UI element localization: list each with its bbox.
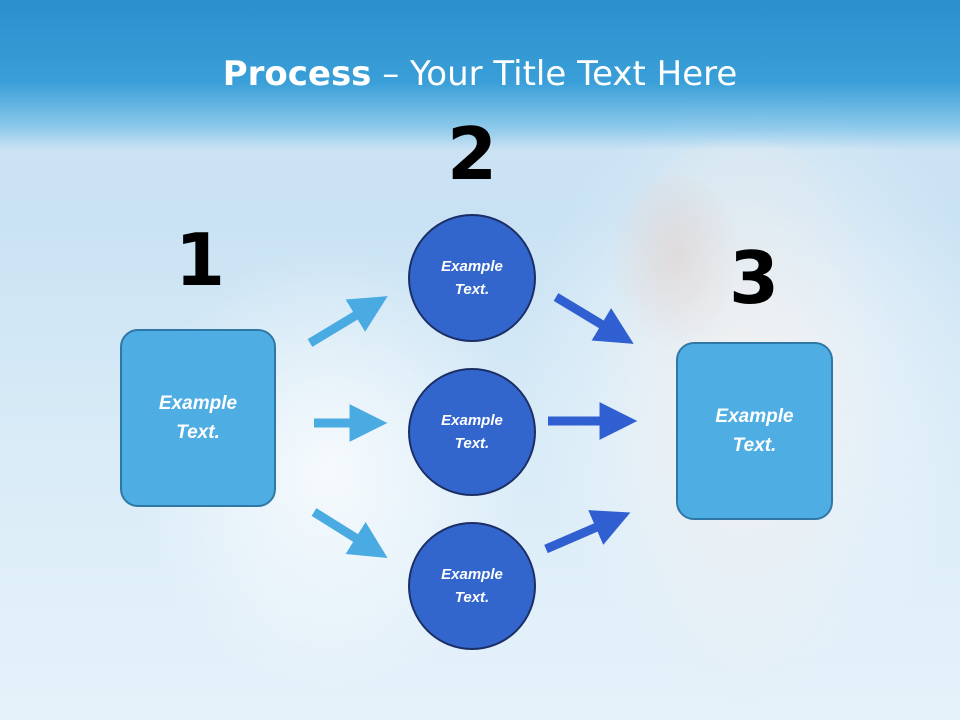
circle-bottom-label: Example Text. (441, 566, 503, 606)
arrow-left-to-top (307, 296, 388, 347)
title-bold: Process (222, 54, 372, 94)
arrow-left-to-bottom (311, 508, 388, 559)
right-box-label: Example Text. (715, 406, 794, 456)
title-band (0, 0, 960, 150)
step-number-3: 3 (728, 236, 780, 320)
step-number-2: 2 (446, 112, 498, 196)
arrow-top-to-right (553, 293, 634, 344)
circle-middle-label: Example Text. (441, 412, 503, 452)
circle-top-label: Example Text. (441, 258, 503, 298)
left-process-box: Example Text. (120, 329, 276, 507)
process-circle-top: Example Text. (408, 214, 536, 342)
right-process-box: Example Text. (676, 342, 833, 520)
process-circle-bottom: Example Text. (408, 522, 536, 650)
process-circle-middle: Example Text. (408, 368, 536, 496)
left-box-label: Example Text. (158, 393, 238, 443)
step-number-1: 1 (174, 218, 226, 302)
slide-title: Process – Your Title Text Here (0, 54, 960, 94)
arrow-bottom-to-right (544, 510, 631, 554)
title-rest: – Your Title Text Here (371, 54, 738, 94)
